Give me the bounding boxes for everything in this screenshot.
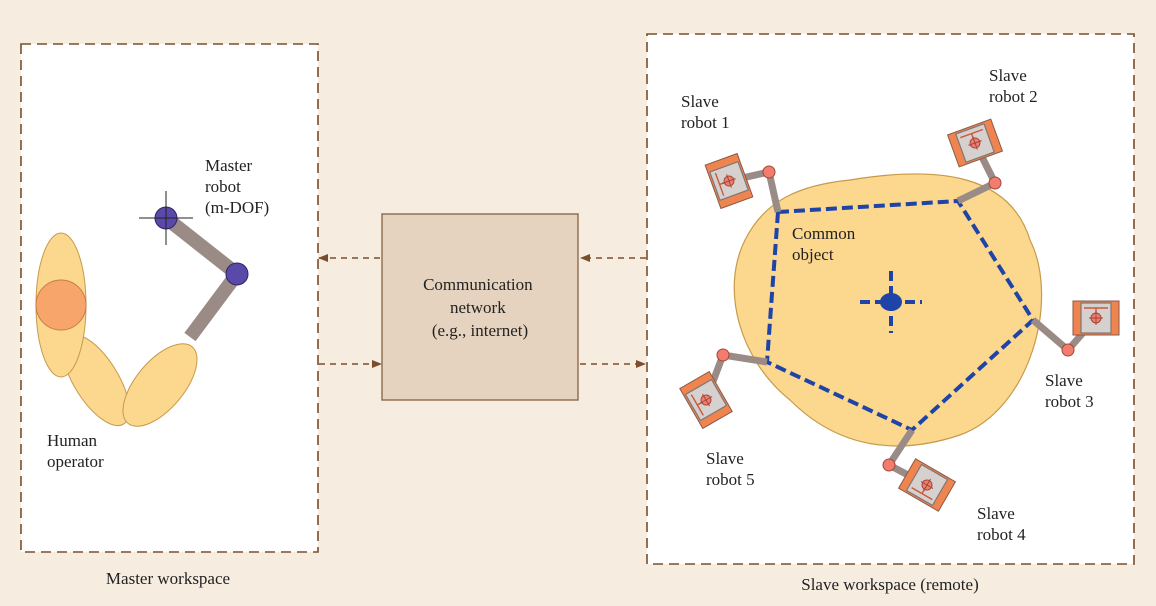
master-link-2: [184, 269, 243, 342]
master-workspace-caption: Master workspace: [106, 569, 230, 588]
slave-robot-3: [1030, 300, 1120, 357]
slave-robot-3-label: Slave robot 3: [1045, 371, 1094, 411]
object-center-marker: [860, 271, 922, 333]
network-box: [381, 213, 579, 401]
slave-robot-4-label: Slave robot 4: [977, 504, 1026, 544]
master-robot-label: Master robot (m-DOF): [205, 156, 269, 217]
operator-arm-lower: [122, 343, 198, 427]
human-operator-figure: [35, 232, 198, 427]
slave-robot-4: [882, 428, 957, 512]
master-joint-base: [225, 262, 249, 286]
common-object-label: Common object: [792, 224, 860, 264]
master-robot-figure: [139, 191, 249, 342]
slave-robot-2: [946, 118, 1004, 205]
master-link-1: [161, 212, 242, 280]
slave-robot-2-label: Slave robot 2: [989, 66, 1038, 106]
slave-robot-1: [704, 152, 782, 213]
operator-head: [35, 279, 87, 331]
network-label: Communication network (e.g., internet): [423, 275, 537, 340]
slave-workspace-caption: Slave workspace (remote): [801, 575, 978, 594]
grasp-polygon: [764, 198, 1036, 433]
slave-robot-1-label: Slave robot 1: [681, 92, 730, 132]
human-operator-label: Human operator: [47, 431, 104, 471]
slave-robot-5-label: Slave robot 5: [706, 449, 755, 489]
slave-robot-5: [679, 348, 768, 430]
